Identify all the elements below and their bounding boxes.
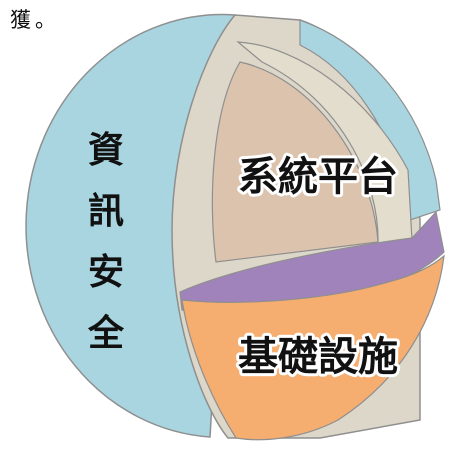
outer-layer-char-4: 全 [87, 312, 125, 354]
outer-layer-char-1: 資 [88, 130, 124, 171]
infrastructure-label: 基礎設施 [238, 334, 398, 380]
infrastructure-wedge [181, 254, 445, 441]
outer-layer-char-2: 訊 [88, 191, 124, 232]
infrastructure-label-halo: 基礎設施 [238, 334, 398, 380]
top-text-fragment: 獲。 [10, 8, 60, 32]
platform-label: 系統平台 [238, 154, 398, 200]
platform-label-halo: 系統平台 [238, 154, 398, 200]
outer-layer-char-3: 安 [88, 252, 124, 293]
platform-wedge [211, 61, 379, 263]
